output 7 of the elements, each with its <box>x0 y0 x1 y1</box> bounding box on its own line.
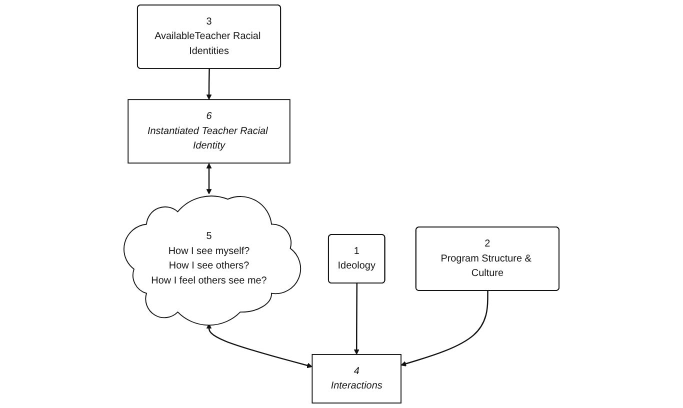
arrow <box>206 323 312 368</box>
arrow <box>206 163 212 194</box>
arrow <box>206 68 212 100</box>
arrow <box>400 290 488 366</box>
node-box: 4 Interactions <box>312 354 402 404</box>
arrow <box>354 283 360 355</box>
node-box: 6 Instantiated Teacher Racial Identity <box>128 99 290 164</box>
